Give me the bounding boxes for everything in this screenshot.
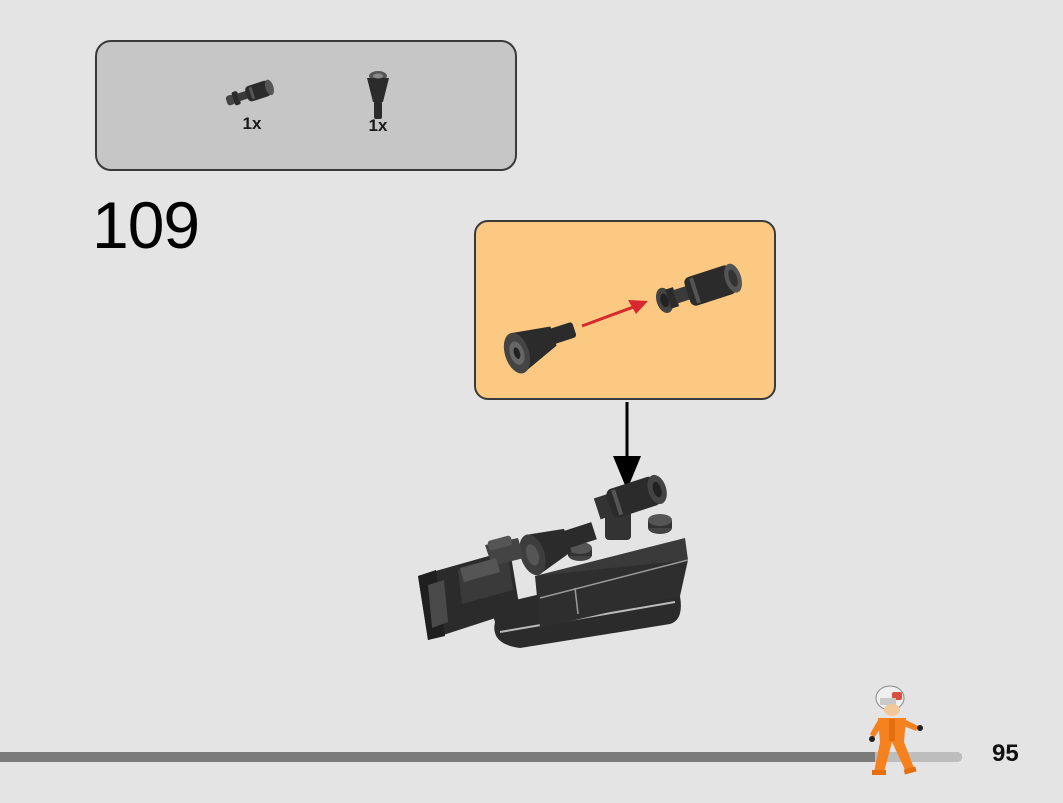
progress-bar: [0, 752, 962, 762]
main-model-illustration: [418, 402, 689, 648]
pilot-minifigure-icon: [869, 685, 923, 775]
parts-list-item: 1x: [353, 68, 403, 136]
step-number: 109: [92, 188, 200, 262]
bar-with-stud-part-icon: [225, 79, 274, 106]
page-number: 95: [992, 740, 1019, 767]
part-quantity: 1x: [368, 116, 388, 135]
parts-list-item: 1x: [217, 72, 287, 134]
parts-list-box: 1x 1x: [95, 40, 517, 171]
subassembly-callout: [474, 220, 776, 400]
progress-bar-remaining: [875, 752, 962, 762]
subassembly-illustration: [503, 263, 742, 374]
part-quantity: 1x: [242, 114, 262, 133]
cone-part-icon: [367, 71, 389, 119]
